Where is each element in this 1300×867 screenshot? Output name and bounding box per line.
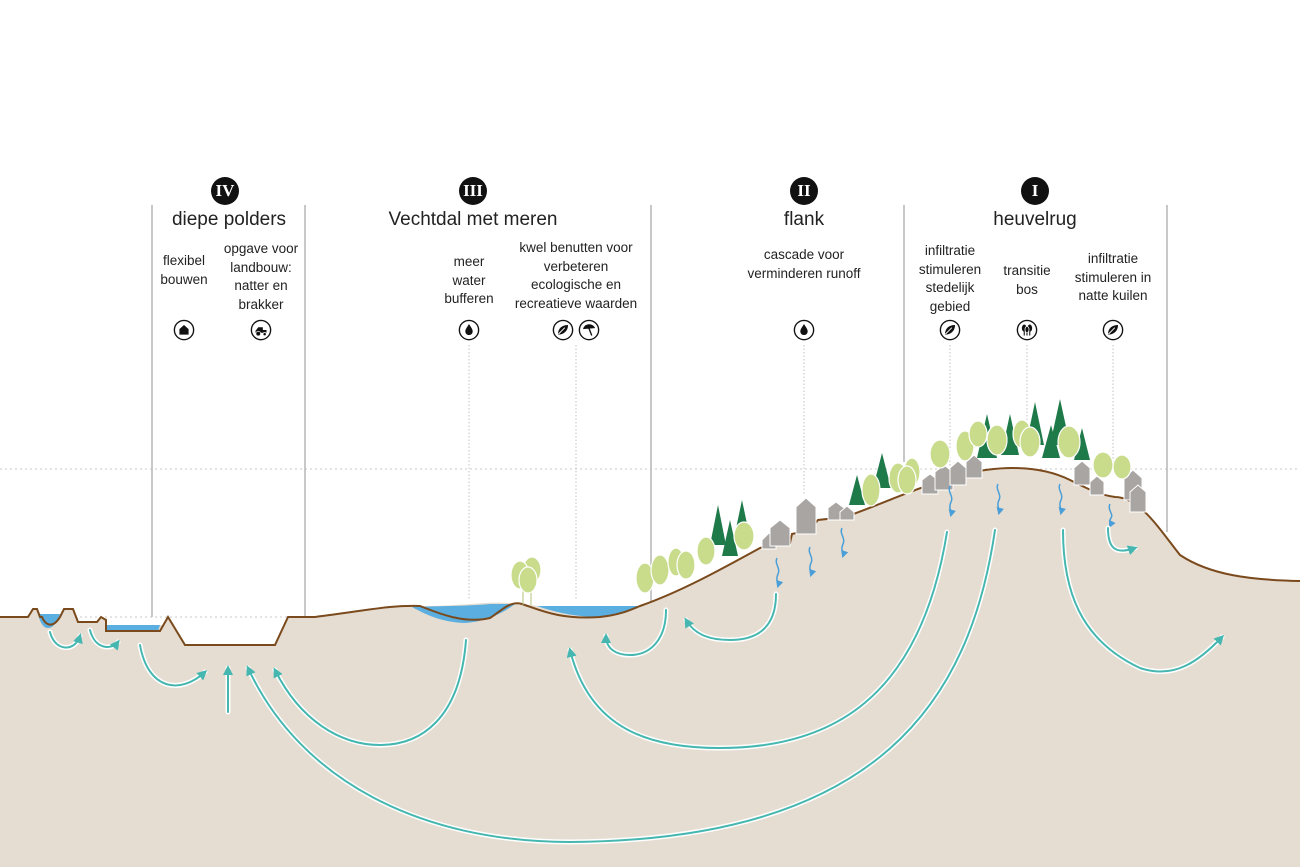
building bbox=[949, 460, 967, 486]
parasol-icon bbox=[578, 319, 600, 341]
flow-arrow bbox=[49, 631, 83, 649]
leaf-icon bbox=[552, 319, 574, 341]
deciduous-tree bbox=[733, 521, 755, 551]
surface-line bbox=[0, 467, 1300, 646]
infiltration-arrow bbox=[840, 527, 849, 559]
flow-arrow bbox=[1107, 527, 1138, 556]
note-cascade-runoff: cascade voor verminderen runoff bbox=[747, 247, 861, 281]
groundwater-flow-arrows bbox=[49, 527, 1225, 844]
zone-numeral-i: I bbox=[1021, 177, 1049, 205]
deciduous-tree bbox=[650, 554, 670, 586]
building bbox=[965, 454, 983, 479]
infiltration-arrow bbox=[808, 546, 817, 578]
zone-title-diepe-polders: diepe polders bbox=[171, 209, 287, 230]
house-icon bbox=[173, 319, 195, 341]
water-drop-icon bbox=[458, 319, 480, 341]
conifer-tree bbox=[849, 475, 865, 505]
flow-arrow bbox=[566, 531, 948, 750]
zone-dividers bbox=[151, 205, 1168, 617]
ground-body bbox=[0, 468, 1300, 867]
infiltration-arrows bbox=[775, 483, 1116, 589]
zone-title-vechtdal: Vechtdal met meren bbox=[388, 209, 558, 230]
deciduous-tree bbox=[986, 424, 1008, 456]
deciduous-tree bbox=[1112, 454, 1132, 480]
building bbox=[1129, 484, 1147, 513]
building bbox=[795, 497, 817, 535]
note-transitie-bos: transitie bos bbox=[1003, 263, 1051, 297]
deciduous-tree bbox=[897, 465, 917, 495]
deciduous-tree bbox=[1019, 426, 1041, 458]
note-infiltratie-kuilen: infiltratie stimuleren in natte kuilen bbox=[1074, 251, 1152, 303]
infiltration-arrow bbox=[996, 483, 1004, 516]
infiltration-arrow bbox=[1058, 483, 1066, 516]
infiltration-arrow bbox=[1108, 503, 1116, 529]
infiltration-arrow bbox=[948, 485, 956, 518]
polder-canal bbox=[106, 625, 160, 631]
note-kwel-benutten: kwel benutten voor verbeteren ecologisch… bbox=[514, 240, 638, 311]
infiltration-arrow bbox=[775, 557, 784, 589]
building bbox=[1089, 475, 1105, 496]
lake-west bbox=[412, 604, 515, 623]
zone-numeral-iii: III bbox=[459, 177, 487, 205]
zone-title-flank: flank bbox=[783, 209, 825, 230]
building bbox=[839, 505, 855, 521]
deciduous-tree bbox=[968, 420, 988, 448]
deciduous-tree bbox=[676, 550, 696, 580]
flow-arrow bbox=[139, 644, 208, 687]
forest-icon bbox=[1016, 319, 1038, 341]
flow-arrow bbox=[246, 529, 996, 844]
flow-arrow bbox=[1062, 529, 1225, 673]
leaf-icon bbox=[1102, 319, 1124, 341]
flow-arrow bbox=[684, 593, 777, 642]
water-bodies bbox=[38, 604, 640, 631]
flow-arrow bbox=[601, 609, 667, 657]
flow-arrow bbox=[273, 639, 467, 747]
building bbox=[1073, 460, 1091, 486]
deciduous-tree bbox=[518, 566, 538, 594]
note-meer-water-bufferen: meer water bufferen bbox=[444, 254, 494, 306]
zone-title-heuvelrug: heuvelrug bbox=[993, 209, 1077, 230]
note-infiltratie-stedelijk: infiltratie stimuleren stedelijk gebied bbox=[918, 243, 982, 314]
note-flexibel-bouwen: flexibel bouwen bbox=[160, 253, 208, 287]
conifer-tree bbox=[710, 505, 726, 545]
building bbox=[769, 519, 791, 547]
deciduous-tree bbox=[1092, 451, 1114, 479]
zone-numeral-ii: II bbox=[790, 177, 818, 205]
deciduous-tree bbox=[1057, 425, 1081, 459]
deciduous-tree bbox=[929, 439, 951, 469]
water-drop-icon bbox=[793, 319, 815, 341]
zone-numeral-iv: IV bbox=[211, 177, 239, 205]
note-opgave-landbouw: opgave voor landbouw: natter en brakker bbox=[223, 241, 299, 312]
deciduous-trees bbox=[510, 419, 1132, 605]
deciduous-tree bbox=[696, 536, 716, 566]
deciduous-tree bbox=[861, 473, 881, 507]
buildings bbox=[761, 454, 1147, 550]
conifer-tree bbox=[722, 520, 738, 556]
leaf-icon bbox=[939, 319, 961, 341]
tractor-icon bbox=[250, 319, 272, 341]
flow-arrow bbox=[89, 629, 120, 651]
building bbox=[921, 473, 939, 495]
